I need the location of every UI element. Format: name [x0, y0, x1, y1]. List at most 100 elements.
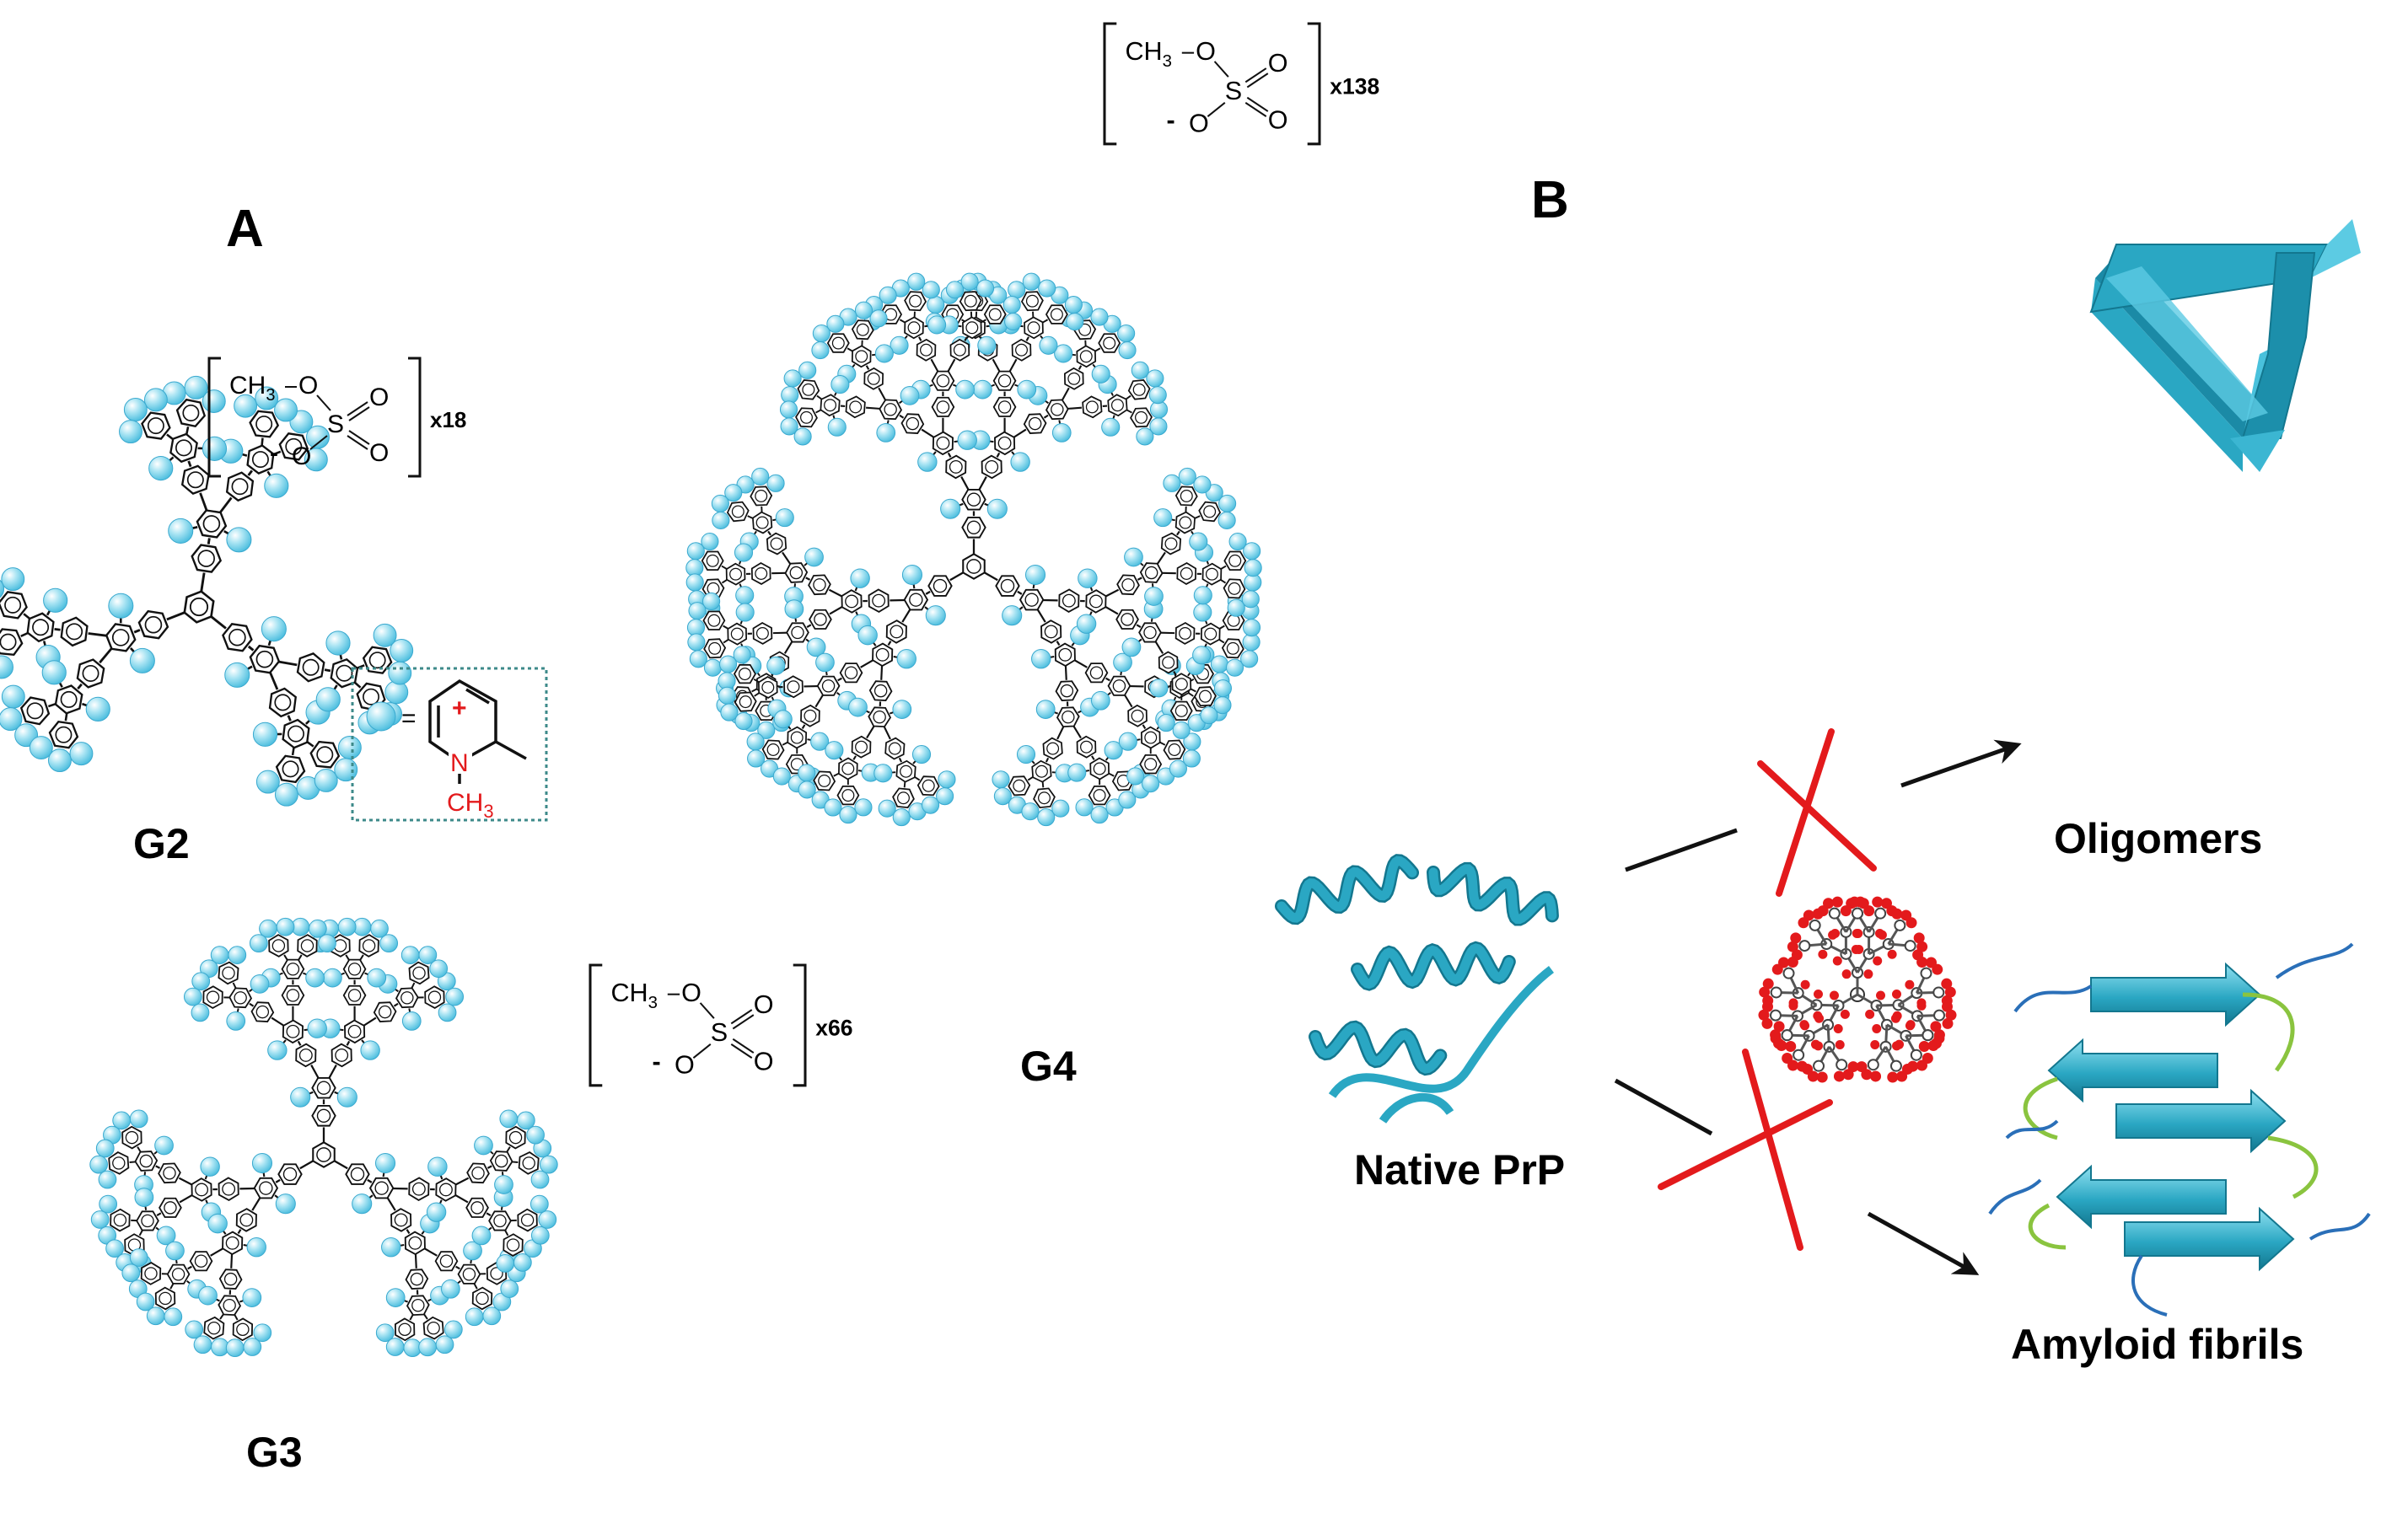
bond-line — [167, 434, 173, 439]
pyridinium-ball-icon — [185, 1321, 203, 1338]
bond-line — [394, 1004, 398, 1006]
pyridinium-ball-icon — [704, 659, 721, 676]
ring-icon — [1895, 920, 1905, 931]
pyridinium-ball-icon — [2, 685, 24, 708]
pyridinium-ball-icon — [688, 634, 705, 651]
pyridinium-ball-icon — [978, 336, 996, 354]
bond-line — [1028, 777, 1033, 780]
bond-line — [211, 617, 226, 629]
benzene-ring-icon — [727, 564, 745, 585]
charge-dot-icon — [1836, 1040, 1845, 1049]
bond-line — [1158, 552, 1165, 563]
pyridinium-ball-icon — [386, 1338, 404, 1356]
bond-line — [723, 626, 728, 629]
bond-line — [915, 777, 920, 780]
oxygen-label: O — [1196, 37, 1216, 66]
charge-dot-icon — [1872, 1024, 1881, 1033]
pyridinium-ball-icon — [958, 431, 976, 449]
benzene-ring-icon — [1159, 652, 1178, 673]
bond-line — [89, 633, 107, 636]
benzene-ring-icon — [1077, 346, 1095, 367]
benzene-ring-icon — [237, 1209, 256, 1231]
bond-line — [1057, 727, 1063, 739]
pyridinium-ball-icon — [166, 1242, 185, 1260]
g3-dendrimer — [90, 918, 557, 1356]
bond-line — [1221, 566, 1226, 569]
bond-line — [1079, 366, 1082, 370]
benzene-ring-icon — [332, 1044, 352, 1066]
pyridinium-ball-icon — [855, 799, 872, 816]
benzene-ring-icon — [787, 623, 809, 641]
bond-line — [1014, 430, 1026, 437]
pyridinium-ball-icon — [908, 273, 925, 290]
bond-line — [815, 695, 822, 707]
charge-dot-icon — [1872, 897, 1883, 908]
bond-line — [66, 713, 67, 721]
bond-line — [239, 1230, 241, 1234]
pyridinium-ball-icon — [992, 771, 1009, 788]
benzene-ring-icon — [868, 707, 890, 727]
charge-dot-icon — [1849, 897, 1860, 908]
methyl-group-label: CH3 — [1125, 37, 1172, 71]
pyridinium-ball-icon — [721, 704, 738, 721]
bond-line — [308, 742, 314, 746]
ring-icon — [1771, 987, 1782, 997]
oxygen-label: O — [681, 979, 701, 1007]
charge-dot-icon — [1833, 957, 1842, 966]
charge-dot-icon — [1818, 950, 1827, 959]
benzene-ring-icon — [809, 575, 830, 594]
pyridinium-ball-icon — [1241, 651, 1258, 668]
benzene-ring-icon — [933, 432, 953, 454]
bond-line — [349, 431, 369, 444]
pyridinium-ball-icon — [1091, 691, 1110, 710]
pyridinium-ball-icon — [927, 297, 944, 314]
bond-line — [249, 646, 254, 651]
pyridinium-ball-icon — [858, 625, 877, 644]
benzene-ring-icon — [269, 935, 288, 957]
bond-line — [220, 1314, 223, 1319]
bond-line — [1247, 73, 1267, 87]
benzene-ring-icon — [278, 1164, 301, 1184]
pyridinium-ball-icon — [1173, 721, 1190, 738]
benzene-ring-icon — [122, 1127, 142, 1149]
bond-line — [180, 1195, 192, 1202]
pyridinium-ball-icon — [475, 1136, 493, 1155]
benzene-ring-icon — [491, 1151, 513, 1171]
red-dendrimer-icon — [1758, 897, 1956, 1083]
pyridinium-ball-icon — [375, 1153, 395, 1172]
pyridinium-ball-icon — [419, 1338, 437, 1356]
pyridinium-ball-icon — [813, 325, 830, 342]
bond-line — [1220, 626, 1225, 629]
benzene-ring-icon — [1024, 317, 1043, 338]
pyridinium-ball-icon — [874, 764, 892, 782]
bond-line — [456, 1267, 460, 1269]
bond-line — [24, 614, 30, 619]
benzene-ring-icon — [1116, 610, 1138, 629]
pyridinium-ball-icon — [164, 1308, 182, 1326]
bond-line — [170, 1284, 173, 1289]
charge-dot-icon — [1834, 1024, 1843, 1033]
pyridinium-ball-icon — [144, 389, 167, 411]
pyridinium-ball-icon — [44, 588, 67, 612]
pyridinium-ball-icon — [382, 1237, 400, 1256]
benzene-ring-icon — [1203, 564, 1222, 585]
bond-line — [167, 613, 185, 620]
bond-line — [134, 630, 140, 632]
pyridinium-ball-icon — [893, 700, 911, 719]
bond-line — [411, 983, 414, 988]
charge-dot-icon — [1814, 1041, 1823, 1050]
counterion-multiplier: x18 — [430, 407, 466, 432]
pyridinium-ball-icon — [438, 1004, 456, 1022]
benzene-ring-icon — [0, 629, 22, 654]
benzene-ring-icon — [396, 988, 418, 1007]
bond-line — [829, 590, 841, 597]
pyridinium-ball-icon — [767, 657, 785, 674]
pyridinium-ball-icon — [687, 543, 704, 560]
benzene-ring-icon — [1176, 512, 1195, 534]
benzene-ring-icon — [135, 1151, 157, 1171]
benzene-ring-icon — [234, 1318, 253, 1340]
benzene-ring-icon — [313, 1142, 334, 1167]
pyridinium-ball-icon — [201, 1157, 219, 1176]
bond-line — [55, 629, 61, 630]
